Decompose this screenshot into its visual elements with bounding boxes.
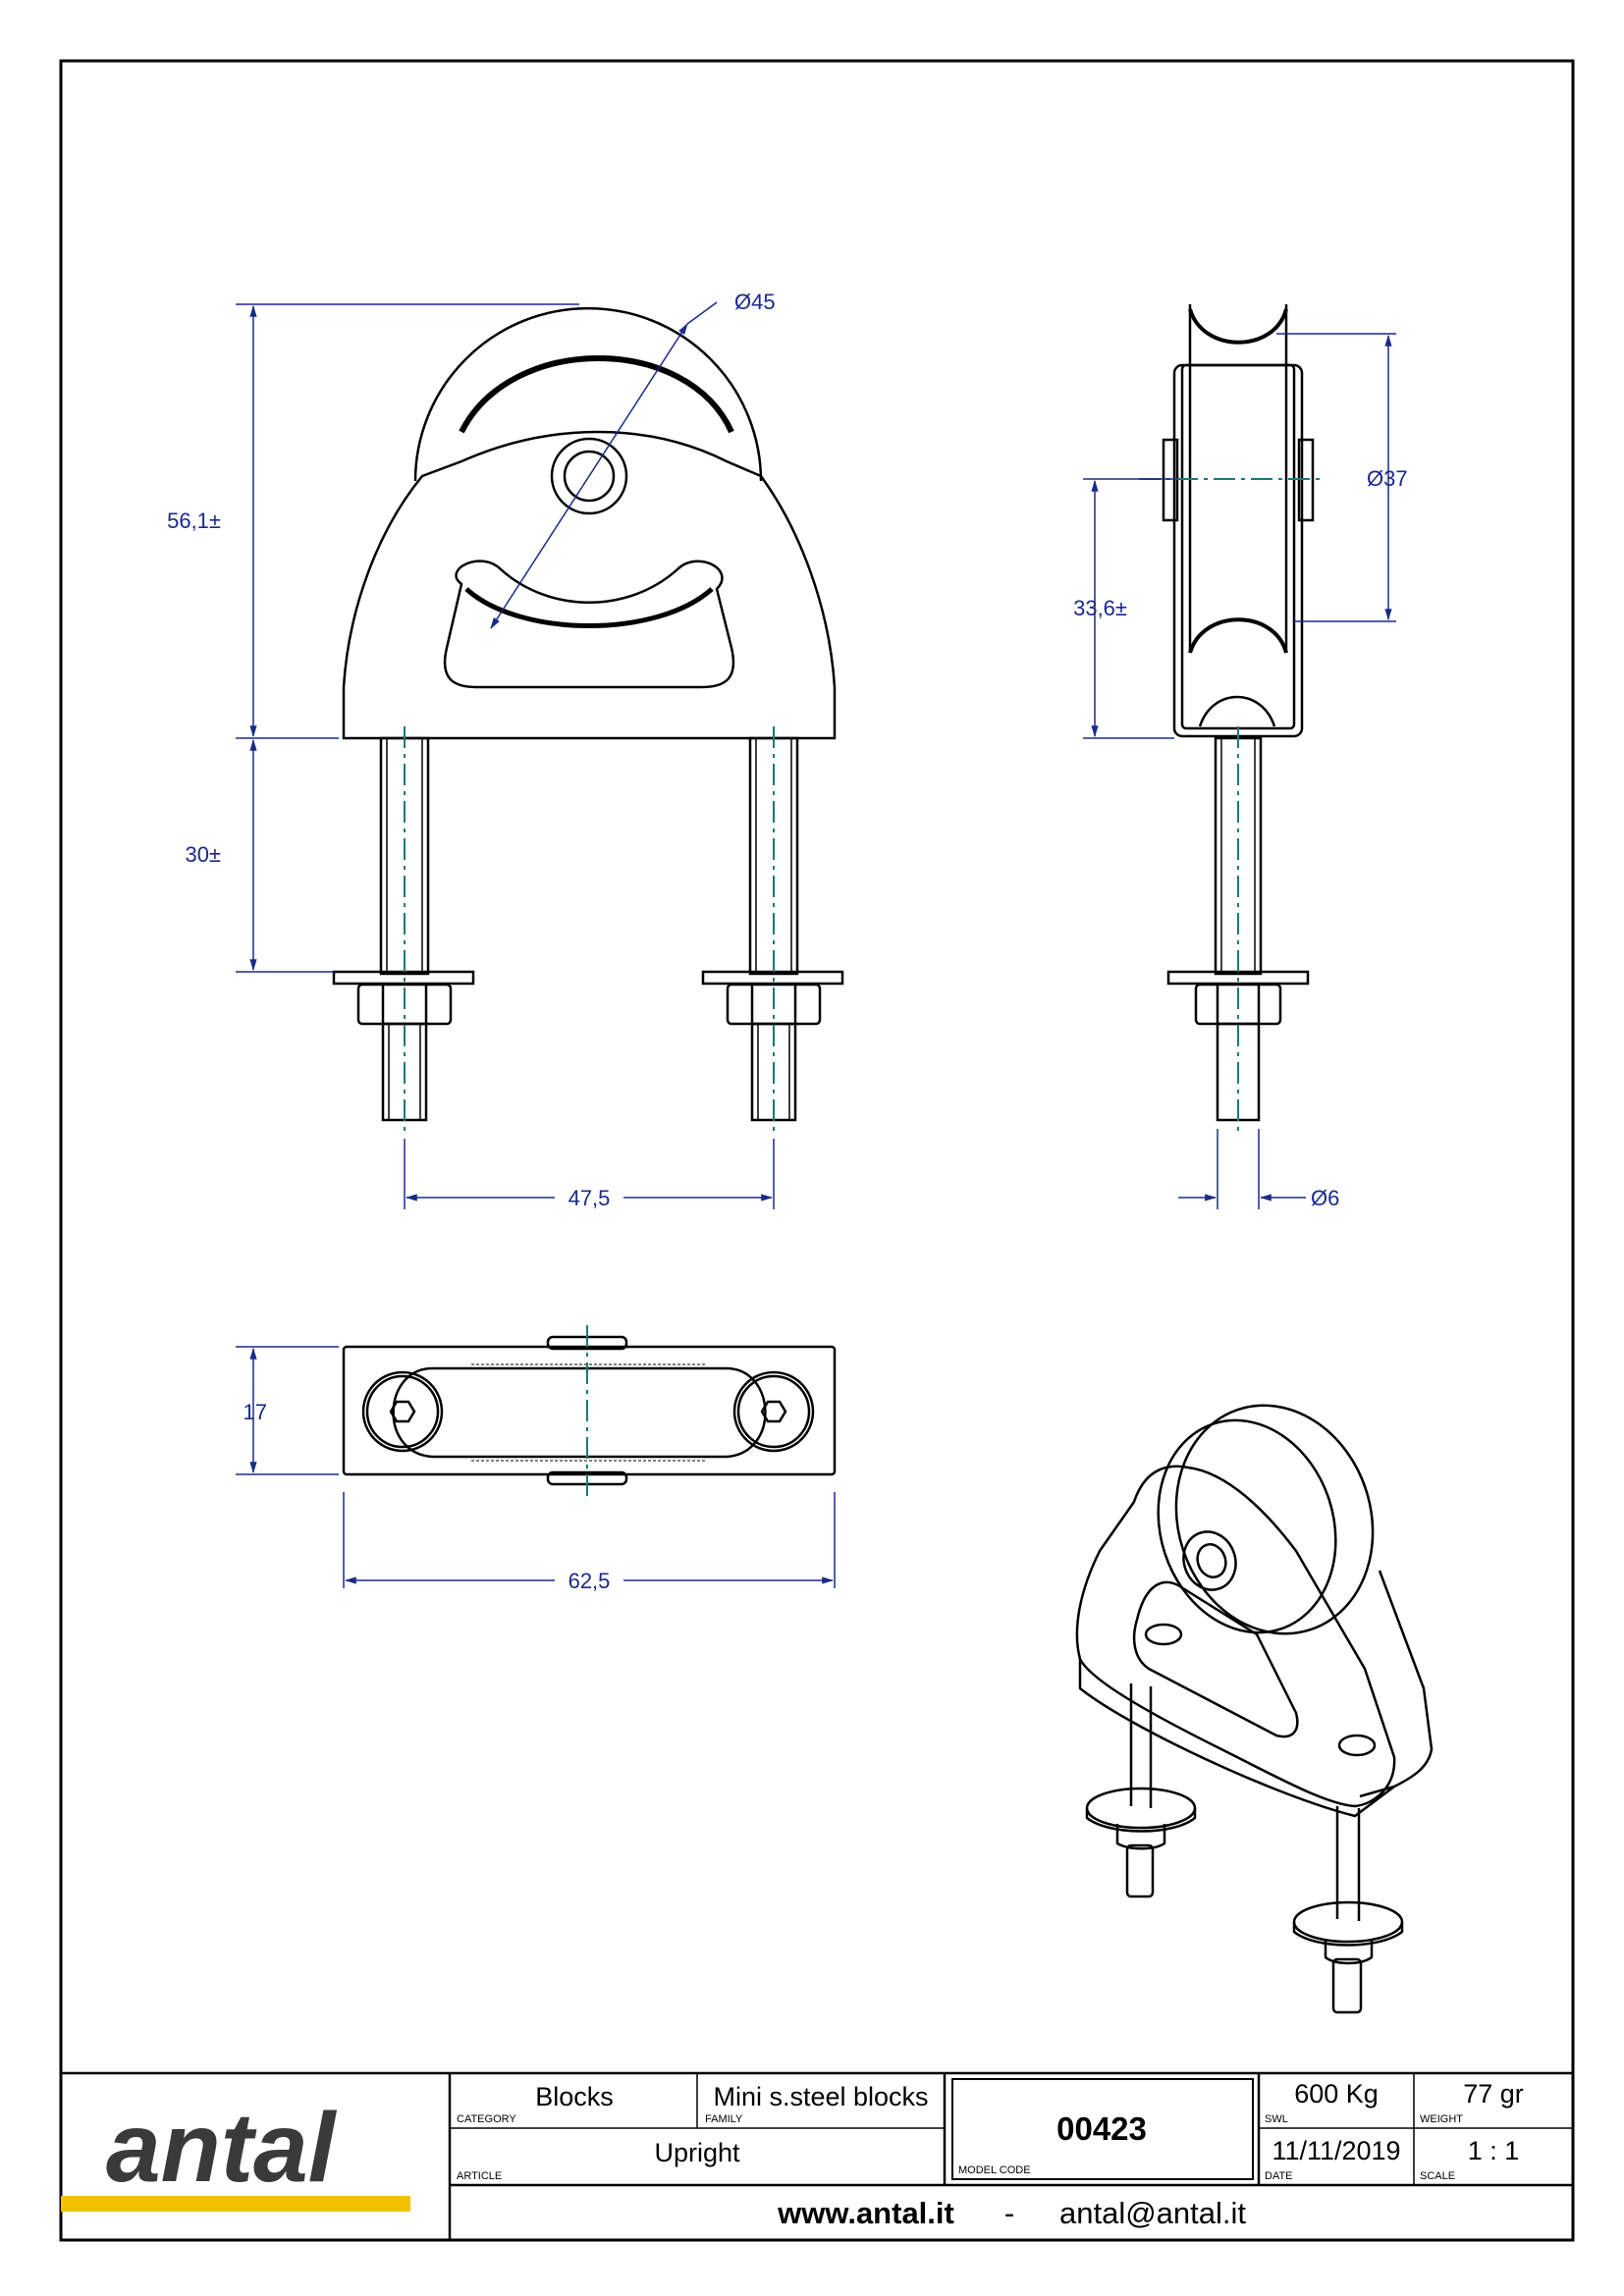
family-value: Mini s.steel blocks — [713, 2082, 928, 2111]
company-logo: antal — [106, 2093, 338, 2203]
side-view-centerlines — [1139, 478, 1326, 1134]
model-code-label: MODEL CODE — [958, 2164, 1031, 2176]
dim-height-body: 56,1± — [167, 508, 221, 533]
weight-label: WEIGHT — [1420, 2113, 1463, 2125]
scale-value: 1 : 1 — [1468, 2136, 1520, 2165]
article-value: Upright — [654, 2138, 740, 2167]
dim-depth: 17 — [244, 1400, 267, 1424]
weight-value: 77 gr — [1463, 2079, 1524, 2109]
drawing-frame — [59, 59, 1575, 2242]
logo-accent-bar — [61, 2196, 410, 2212]
category-value: Blocks — [535, 2082, 614, 2111]
front-view — [332, 306, 844, 1122]
title-block-lines — [61, 2071, 1573, 2240]
front-view-dimensions — [236, 301, 775, 1209]
category-label: CATEGORY — [457, 2113, 516, 2125]
scale-label: SCALE — [1420, 2170, 1455, 2182]
swl-value: 600 Kg — [1294, 2079, 1379, 2109]
date-value: 11/11/2019 — [1272, 2136, 1400, 2165]
dim-axle-height: 33,6± — [1073, 596, 1127, 620]
dim-bolt-spacing: 47,5 — [568, 1186, 611, 1210]
swl-label: SWL — [1265, 2113, 1288, 2125]
family-label: FAMILY — [705, 2113, 743, 2125]
front-view-centerlines — [404, 726, 775, 1134]
top-view — [342, 1335, 837, 1486]
dim-diameter-groove: Ø37 — [1367, 466, 1408, 491]
footer-separator: - — [1004, 2196, 1014, 2230]
date-label: DATE — [1265, 2170, 1293, 2182]
top-view-dimensions — [236, 1346, 836, 1588]
website-link[interactable]: www.antal.it — [777, 2196, 954, 2230]
dim-height-bolt: 30± — [185, 842, 221, 867]
dim-diameter-wheel: Ø45 — [734, 290, 776, 314]
model-code-value: 00423 — [1056, 2110, 1147, 2147]
dim-diameter-bolt: Ø6 — [1311, 1186, 1339, 1210]
side-view-dimensions — [1083, 333, 1396, 1209]
article-label: ARTICLE — [457, 2170, 502, 2182]
dim-length: 62,5 — [568, 1569, 611, 1593]
email-link[interactable]: antal@antal.it — [1059, 2196, 1246, 2230]
isometric-view — [1075, 1404, 1434, 2014]
